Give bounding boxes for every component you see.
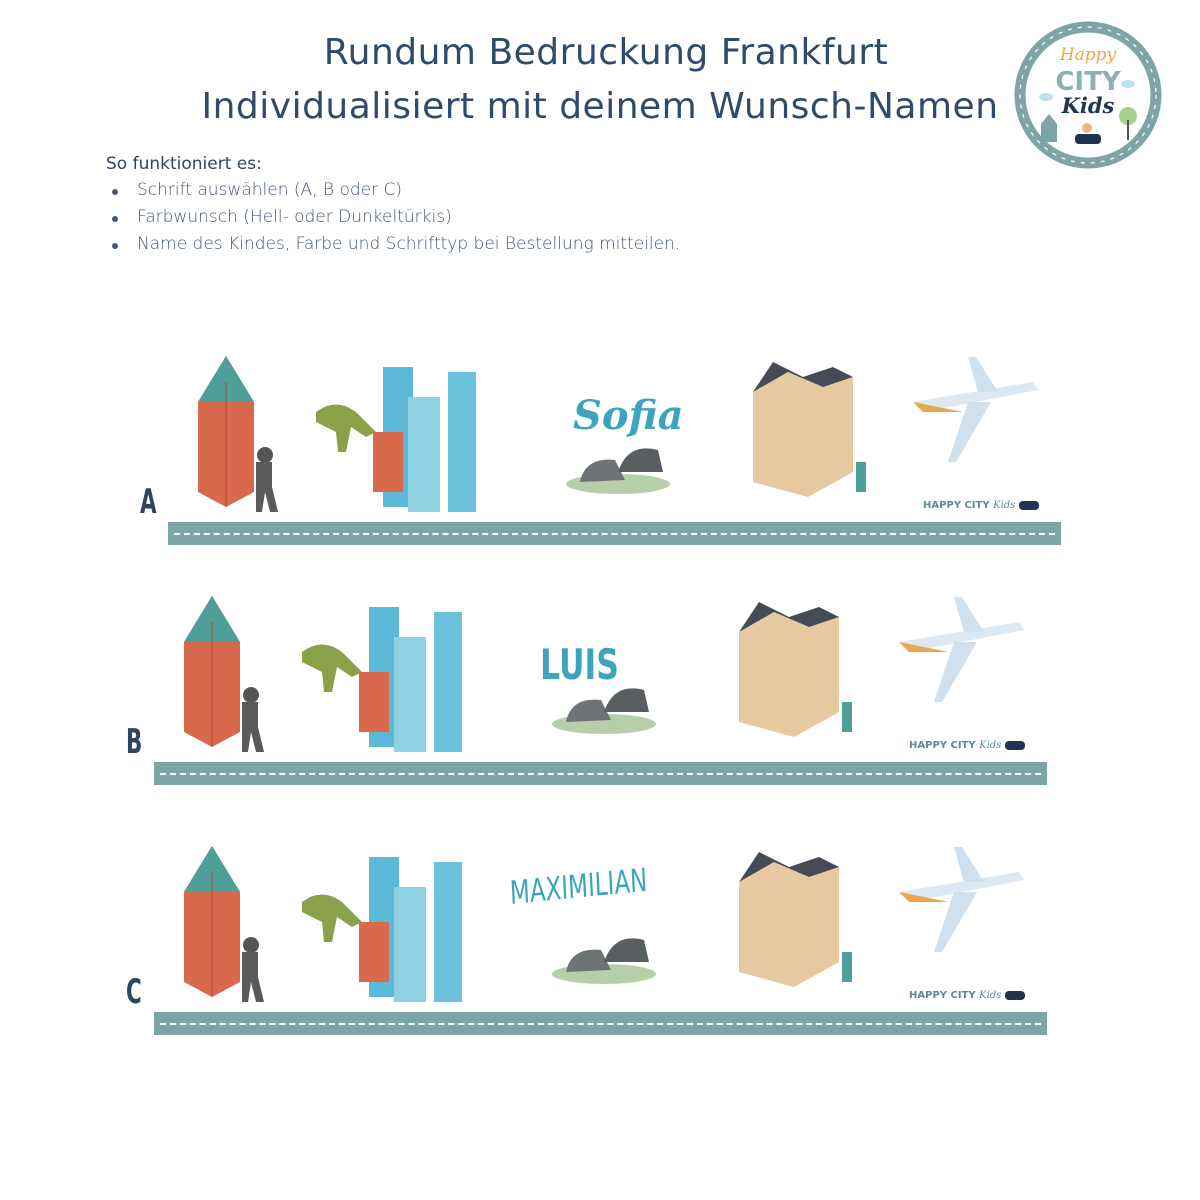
instructions-heading: So funktioniert es: [106, 154, 262, 174]
variant-label: C [126, 972, 142, 1012]
car-icon [1004, 740, 1025, 750]
variant-label: B [126, 722, 143, 762]
towers-illustration [359, 607, 462, 752]
towers-illustration [359, 857, 462, 1002]
happy-city-kids-logo: Happy CITY Kids [1014, 21, 1162, 169]
skyscraper-illustration [184, 596, 240, 747]
variant-b: LUIS B HAPPY CITY Kids [126, 582, 1047, 792]
bear-and-bull-illustration [566, 448, 670, 494]
shadow-figure-illustration [256, 447, 278, 512]
variant-a: Sofia A HAPPY CITY Kids [140, 342, 1061, 552]
car-icon [1018, 500, 1039, 510]
svg-text:Happy: Happy [1059, 45, 1117, 65]
instruction-step: Schrift auswählen (A, B oder C) [108, 180, 680, 207]
dinosaur-illustration [302, 644, 362, 692]
skyscraper-illustration [184, 846, 240, 997]
frankfurt-skyline-illustration [154, 582, 1047, 762]
road-strip [154, 762, 1047, 785]
shadow-figure-illustration [242, 687, 264, 752]
instructions-list: Schrift auswählen (A, B oder C) Farbwuns… [108, 180, 680, 261]
roemer-building-illustration [739, 852, 852, 987]
page-title-line2: Individualisiert mit deinem Wunsch-Namen [201, 86, 999, 127]
bear-and-bull-illustration [552, 938, 656, 984]
car-icon [1004, 990, 1025, 1000]
brand-mark: HAPPY CITY Kids [923, 500, 1039, 511]
skyscraper-illustration [198, 356, 254, 507]
roemer-building-illustration [753, 362, 866, 497]
frankfurt-skyline-illustration [154, 832, 1047, 1012]
road-strip [154, 1012, 1047, 1035]
airplane-illustration [913, 357, 1038, 462]
instruction-step: Farbwunsch (Hell- oder Dunkeltürkis) [108, 207, 680, 234]
airplane-illustration [899, 847, 1024, 952]
instruction-step: Name des Kindes, Farbe und Schrifttyp be… [108, 234, 680, 261]
roemer-building-illustration [739, 602, 852, 737]
bear-and-bull-illustration [552, 688, 656, 734]
road-strip [168, 522, 1061, 545]
svg-text:CITY: CITY [1055, 67, 1121, 97]
variant-c: MAXIMILIAN C HAPPY CITY Kids [126, 832, 1047, 1042]
dinosaur-illustration [302, 894, 362, 942]
dinosaur-illustration [316, 404, 376, 452]
child-name: LUIS [540, 640, 619, 689]
towers-illustration [373, 367, 476, 512]
airplane-illustration [899, 597, 1024, 702]
variant-label: A [140, 482, 157, 522]
brand-mark: HAPPY CITY Kids [909, 990, 1025, 1001]
page-title-line1: Rundum Bedruckung Frankfurt [323, 32, 889, 73]
brand-mark: HAPPY CITY Kids [909, 740, 1025, 751]
frankfurt-skyline-illustration [168, 342, 1061, 522]
child-name: Sofia [573, 392, 684, 439]
shadow-figure-illustration [242, 937, 264, 1002]
svg-text:Kids: Kids [1061, 93, 1115, 118]
